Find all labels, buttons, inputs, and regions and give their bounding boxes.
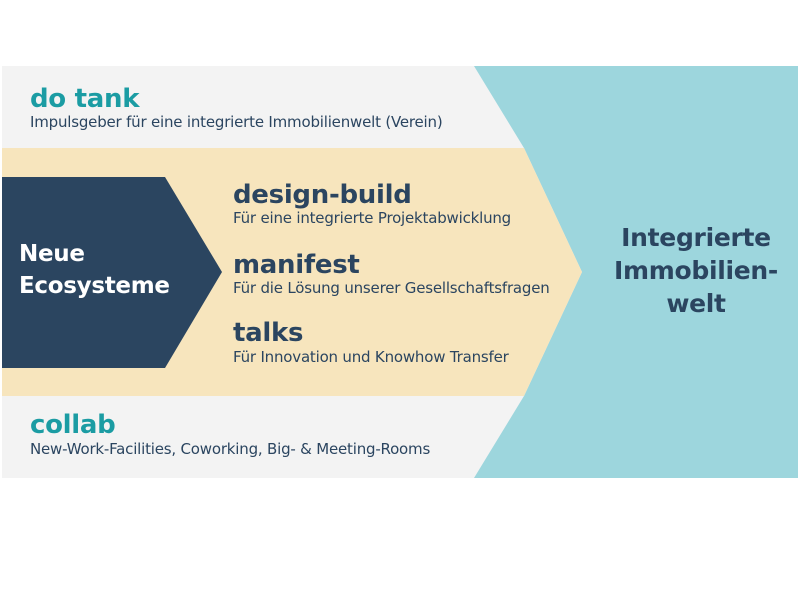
bottom-item-subtitle: New-Work-Facilities, Coworking, Big- & M… [30,440,431,458]
navy-chevron [2,177,222,368]
top-item-subtitle: Impulsgeber für eine integrierte Immobil… [30,113,443,131]
middle-item-title-talks: talks [233,318,304,348]
middle-item-subtitle-design-build: Für eine integrierte Projektabwicklung [233,209,512,227]
left-block-line2: Ecosysteme [19,273,170,299]
middle-item-title-manifest: manifest [233,250,360,280]
left-block-line1: Neue [19,241,85,267]
right-block-line2: Immobilien- [613,256,778,285]
right-block-line3: welt [666,289,726,318]
bottom-item-title: collab [30,410,116,440]
middle-item-subtitle-talks: Für Innovation und Knowhow Transfer [233,348,509,366]
target-area [474,66,798,478]
top-item-title: do tank [30,84,140,114]
middle-item-title-design-build: design-build [233,180,412,210]
right-block-line1: Integrierte [621,223,771,252]
middle-item-subtitle-manifest: Für die Lösung unserer Gesellschaftsfrag… [233,279,550,297]
